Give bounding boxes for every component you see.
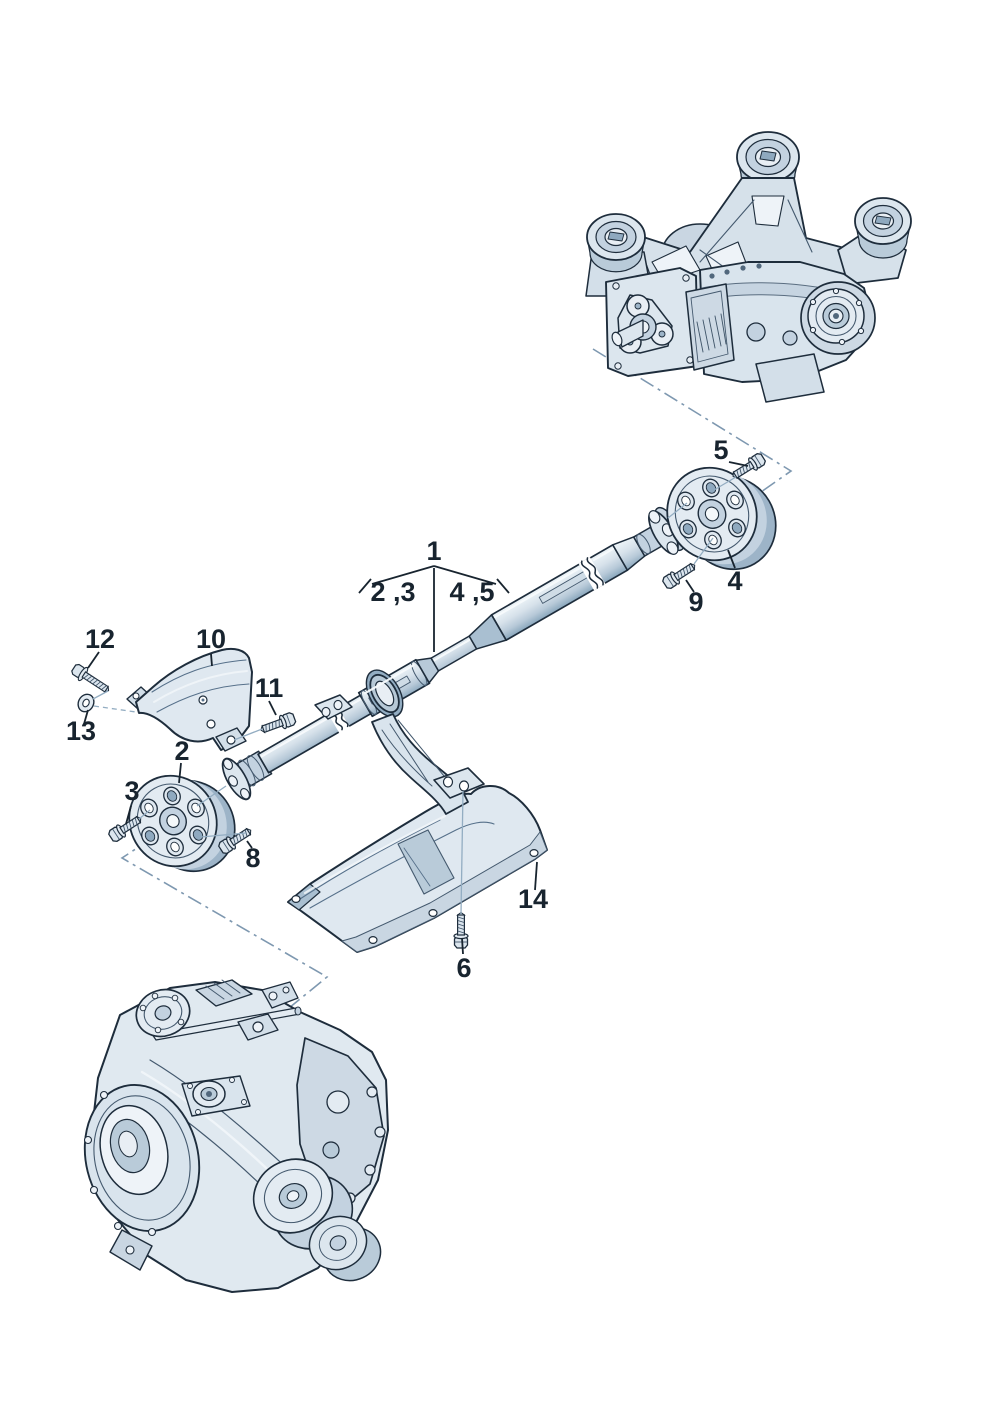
gearbox-illustration — [83, 979, 389, 1293]
callout-leader-lines — [83, 461, 749, 955]
callout-leader-9 — [685, 579, 695, 593]
callout-leader-14 — [534, 861, 538, 891]
heat-shield-small — [126, 647, 253, 752]
bolt-6 — [453, 911, 469, 949]
callout-11: 11 — [255, 673, 284, 703]
callout-5: 5 — [713, 435, 728, 465]
callout-labels: 1 2 ,3 4 ,5 5 49 12 10 11 13 2 3 8 14 6 — [66, 435, 743, 983]
coupling-disc-rear — [666, 466, 777, 571]
callout-leader-2 — [178, 762, 182, 784]
bolt-9 — [660, 558, 700, 592]
callout-leader-5 — [728, 461, 749, 467]
rear-differential-illustration — [585, 131, 912, 403]
callout-13: 13 — [66, 716, 96, 746]
center-bearing-bracket — [314, 694, 485, 815]
callout-9: 9 — [688, 587, 703, 617]
callout-10: 10 — [196, 624, 226, 654]
assembly-link-lines — [92, 476, 737, 915]
callout-1-bracket — [358, 565, 510, 652]
callout-leader-6 — [461, 937, 464, 955]
callout-14: 14 — [518, 884, 548, 914]
callout-3: 3 — [124, 776, 139, 806]
heat-shield-large — [287, 785, 548, 953]
callout-12: 12 — [85, 624, 115, 654]
bolt-11 — [257, 710, 298, 738]
callout-6: 6 — [456, 953, 471, 983]
axis-line-differential — [592, 348, 793, 500]
propeller-shaft-illustration — [221, 506, 685, 801]
coupling-disc-front — [128, 774, 236, 873]
callout-4: 4 — [727, 566, 742, 596]
callout-4-5: 4 ,5 — [449, 577, 494, 607]
callout-2-3: 2 ,3 — [370, 577, 415, 607]
callout-leader-10 — [210, 653, 213, 667]
callout-leader-4 — [727, 549, 736, 569]
callout-2: 2 — [174, 736, 189, 766]
callout-1: 1 — [426, 536, 441, 566]
callout-leader-3 — [125, 805, 132, 825]
callout-leader-8 — [246, 840, 253, 849]
callout-leader-11 — [268, 700, 277, 716]
callout-8: 8 — [245, 843, 260, 873]
callout-leader-12 — [87, 651, 100, 669]
callout-leader-13 — [83, 709, 89, 725]
washer-13 — [77, 693, 95, 713]
